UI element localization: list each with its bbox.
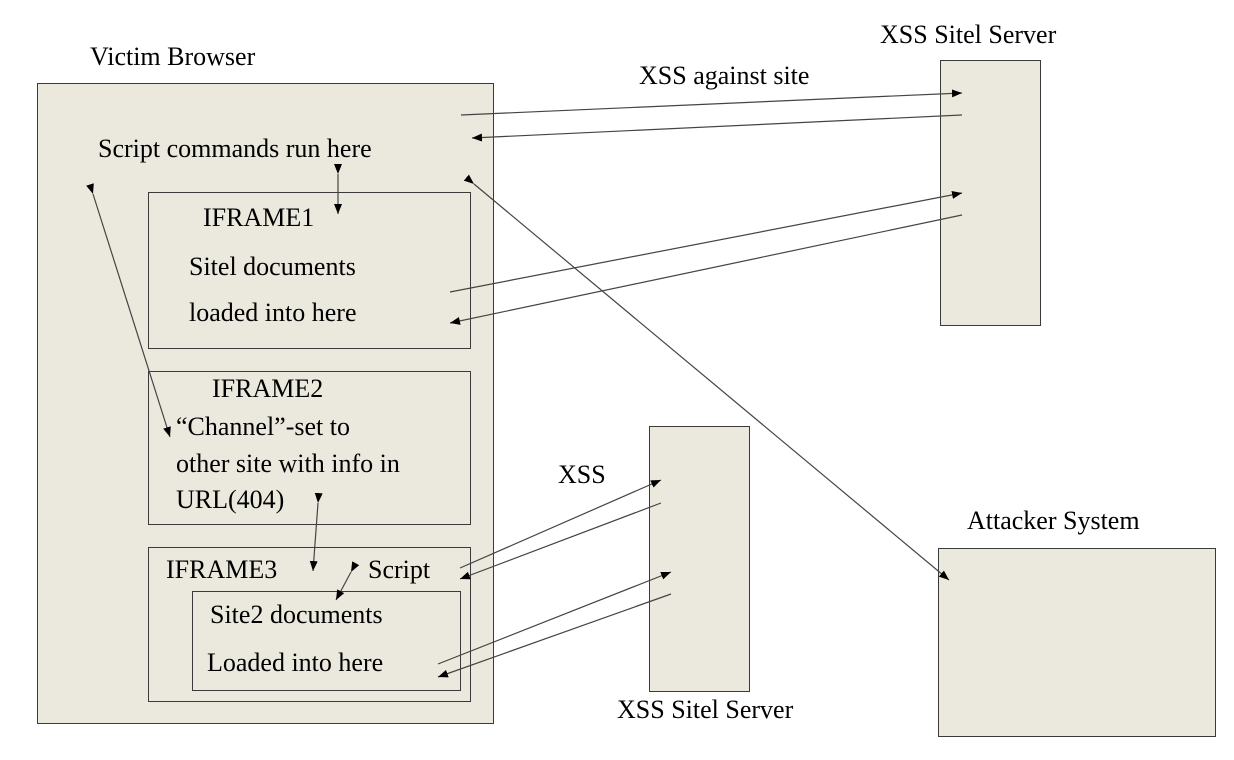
iframe3-title: IFRAME3 [166,555,278,584]
arrow-to-server-top [460,89,963,116]
iframe3-script-label: Script [368,555,431,584]
arrow-script-iframe2 [86,183,171,438]
iframe3-inner-line2: Loaded into here [207,648,384,677]
script-commands-label: Script commands run here [98,134,372,163]
attacker-system-box [938,548,1216,737]
iframe1-line1: Sitel documents [189,252,356,281]
attacker-system-title: Attacker System [967,506,1140,535]
victim-browser-title: Victim Browser [90,42,256,71]
iframe3-inner-line1: Site2 documents [210,600,383,629]
arrow-iframe2-iframe3 [309,492,323,572]
arrow-from-server-top [471,114,963,142]
server-top-arrow-label: XSS against site [639,61,810,90]
arrow-server-to-iframe1 [449,214,963,325]
arrow-inner-to-server-bottom [437,571,672,665]
iframe2-line2: other site with info in [176,449,400,478]
arrow-script-attacker [463,174,950,581]
arrow-server-bottom-to-inner [437,593,672,678]
iframe3-inner-box [192,591,461,691]
iframe2-line3: URL(404) [176,485,285,514]
arrow-script-inner [335,561,360,601]
server-bottom-title: XSS Sitel Server [617,695,794,724]
arrow-script-to-server-bottom [459,479,662,569]
server-top-title: XSS Sitel Server [880,20,1057,49]
iframe2-line1: “Channel”-set to [176,412,350,441]
iframe2-box [148,371,471,525]
iframe1-title: IFRAME1 [203,203,315,232]
iframe1-box [148,192,471,349]
iframe1-line2: loaded into here [189,298,357,327]
server-bottom-arrow-label: XSS [558,460,606,489]
arrow-server-bottom-to-script [459,502,662,580]
arrow-iframe1-to-server [449,190,963,293]
iframe2-title: IFRAME2 [212,374,324,403]
